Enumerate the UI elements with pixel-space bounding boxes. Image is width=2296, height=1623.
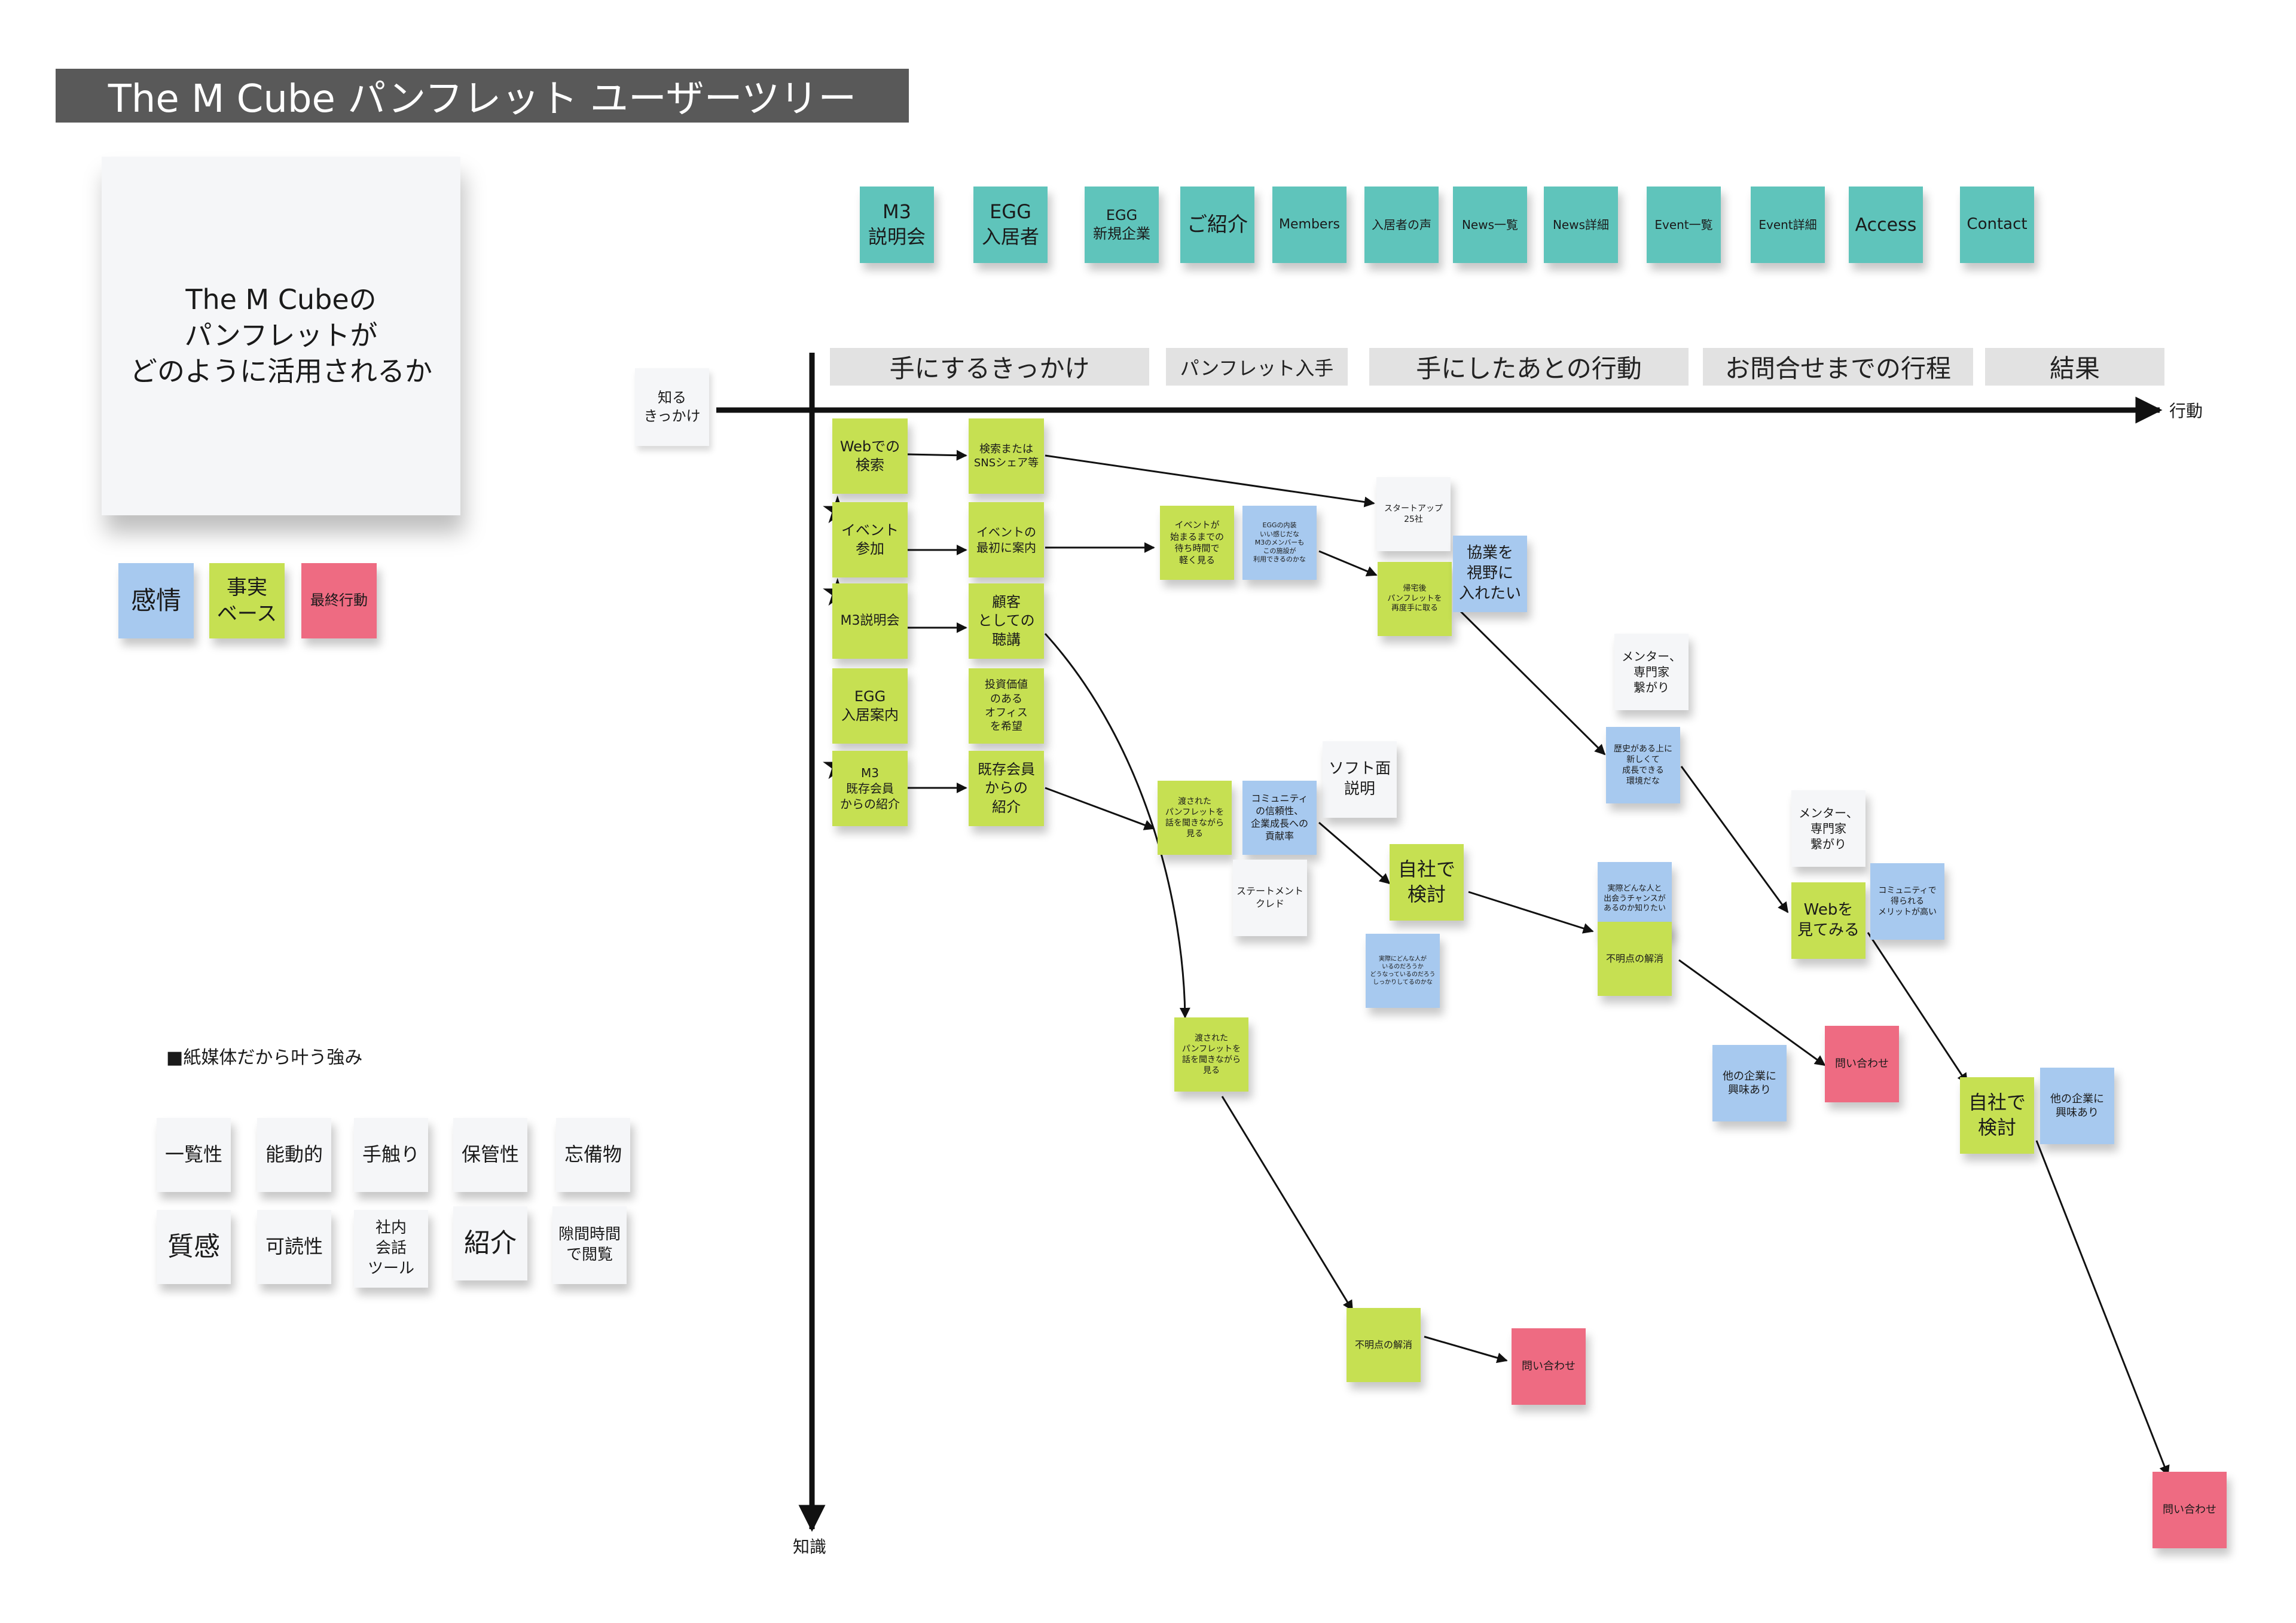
note-startup: スタートアップ 25社 — [1376, 477, 1451, 551]
strength-item: 能動的 — [257, 1118, 331, 1192]
note-takehome: 帰宅後 パンフレットを 再度手に取る — [1378, 562, 1452, 636]
strengths-title: ■紙媒体だから叶う強み — [166, 1047, 363, 1068]
note-other-company-1: 他の企業に 興味あり — [1712, 1045, 1787, 1121]
page-note-news-detail: News詳細 — [1544, 187, 1618, 263]
page-title: The M Cube パンフレット ユーザーツリー — [56, 69, 909, 123]
note-self-review-1: 自社で 検討 — [1390, 844, 1464, 921]
note-self-review-2: 自社で 検討 — [1960, 1077, 2034, 1154]
strength-item: 隙間時間 で閲覧 — [552, 1206, 627, 1284]
note-other-company-2: 他の企業に 興味あり — [2040, 1068, 2114, 1144]
trigger-egg-guide: EGG 入居案内 — [832, 668, 908, 744]
page-note-contact: Contact — [1960, 187, 2034, 263]
header-acquire: パンフレット入手 — [1166, 348, 1348, 386]
main-note-text: The M Cubeの パンフレットが どのように活用されるか — [130, 283, 432, 387]
note-event-wait: イベントが 始まるまでの 待ち時間で 軽く見る — [1160, 506, 1234, 580]
note-mentor-2: メンター、 専門家 繋がり — [1791, 790, 1866, 867]
strength-item: 可読性 — [257, 1210, 331, 1284]
trigger-web-search: Webでの 検索 — [832, 418, 908, 494]
strength-item: 一覧性 — [157, 1118, 231, 1192]
trigger-event: イベント 参加 — [832, 502, 908, 577]
note-collaboration: 協業を 視野に 入れたい — [1453, 536, 1527, 612]
note-passed-pamphlet-2: 渡された パンフレットを 話を聞きながら 見る — [1174, 1017, 1248, 1092]
note-inquiry-1: 問い合わせ — [1825, 1026, 1899, 1102]
page-note-access: Access — [1849, 187, 1923, 263]
strength-item: 社内 会話 ツール — [354, 1210, 428, 1288]
strength-item: 忘備物 — [556, 1118, 630, 1192]
strength-item: 保管性 — [453, 1118, 527, 1192]
legend-fact: 事実 ベース — [209, 563, 285, 638]
legend-emotion: 感情 — [118, 563, 194, 638]
page-note-egg-new-companies: EGG 新規企業 — [1085, 187, 1159, 263]
strength-item: 紹介 — [453, 1206, 527, 1280]
acquire-investment-office: 投資価値 のある オフィス を希望 — [969, 668, 1044, 744]
header-inquiry-process: お問合せまでの行程 — [1703, 348, 1973, 386]
header-trigger: 手にするきっかけ — [830, 348, 1149, 386]
y-axis-label: 知識 — [793, 1537, 827, 1557]
trigger-member-referral: M3 既存会員 からの紹介 — [832, 751, 908, 826]
acquire-customer-listening: 顧客 としての 聴講 — [969, 583, 1044, 659]
legend-final-action: 最終行動 — [301, 563, 377, 638]
page-note-event-detail: Event詳細 — [1751, 187, 1825, 263]
note-history-growth: 歴史がある上に 新しくて 成長できる 環境だな — [1606, 727, 1680, 803]
page-note-news-list: News一覧 — [1453, 187, 1527, 263]
main-sticky-note: The M Cubeの パンフレットが どのように活用されるか — [102, 157, 460, 515]
origin-label: 知る きっかけ — [635, 368, 709, 446]
note-view-web: Webを 見てみる — [1791, 882, 1866, 959]
note-unclear-resolved-1: 不明点の解消 — [1598, 922, 1672, 996]
trigger-m3-briefing: M3説明会 — [832, 583, 908, 659]
note-statement-credo: ステートメント クレド — [1233, 860, 1307, 936]
strength-item: 手触り — [354, 1118, 428, 1192]
page-note-event-list: Event一覧 — [1647, 187, 1721, 263]
note-blue-small: 実際にどんな人が いるのだろうか どうなっているのだろう しっかりしてるのかな — [1366, 934, 1440, 1008]
acquire-event-intro: イベントの 最初に案内 — [969, 502, 1044, 577]
note-community-merit: コミュニティで 得られる メリットが高い — [1870, 863, 1944, 940]
note-egg-interior: EGGの内装 いい感じだな M3のメンバーも この施設が 利用できるのかな — [1242, 506, 1317, 580]
page-note-members: Members — [1272, 187, 1347, 263]
note-inquiry-3: 問い合わせ — [2152, 1472, 2227, 1548]
note-passed-pamphlet-1: 渡された パンフレットを 話を聞きながら 見る — [1158, 781, 1232, 855]
header-after-action: 手にしたあとの行動 — [1369, 348, 1689, 386]
strength-item: 質感 — [157, 1210, 231, 1284]
page-note-m3-briefing: M3 説明会 — [860, 187, 934, 263]
page-note-introduction: ご紹介 — [1180, 187, 1254, 263]
acquire-search-sns: 検索または SNSシェア等 — [969, 418, 1044, 494]
note-unclear-resolved-2: 不明点の解消 — [1347, 1308, 1421, 1382]
acquire-member-intro: 既存会員 からの 紹介 — [969, 751, 1044, 826]
x-axis-label: 行動 — [2169, 401, 2203, 421]
note-community-trust: コミュニティ の信頼性、 企業成長への 貢献率 — [1242, 781, 1317, 855]
note-soft-explanation: ソフト面 説明 — [1323, 741, 1397, 818]
note-mentor-1: メンター、 専門家 繋がり — [1614, 634, 1689, 710]
note-inquiry-2: 問い合わせ — [1512, 1328, 1586, 1405]
page-note-egg-residents: EGG 入居者 — [973, 187, 1048, 263]
page-note-resident-voices: 入居者の声 — [1364, 187, 1439, 263]
header-result: 結果 — [1985, 348, 2164, 386]
